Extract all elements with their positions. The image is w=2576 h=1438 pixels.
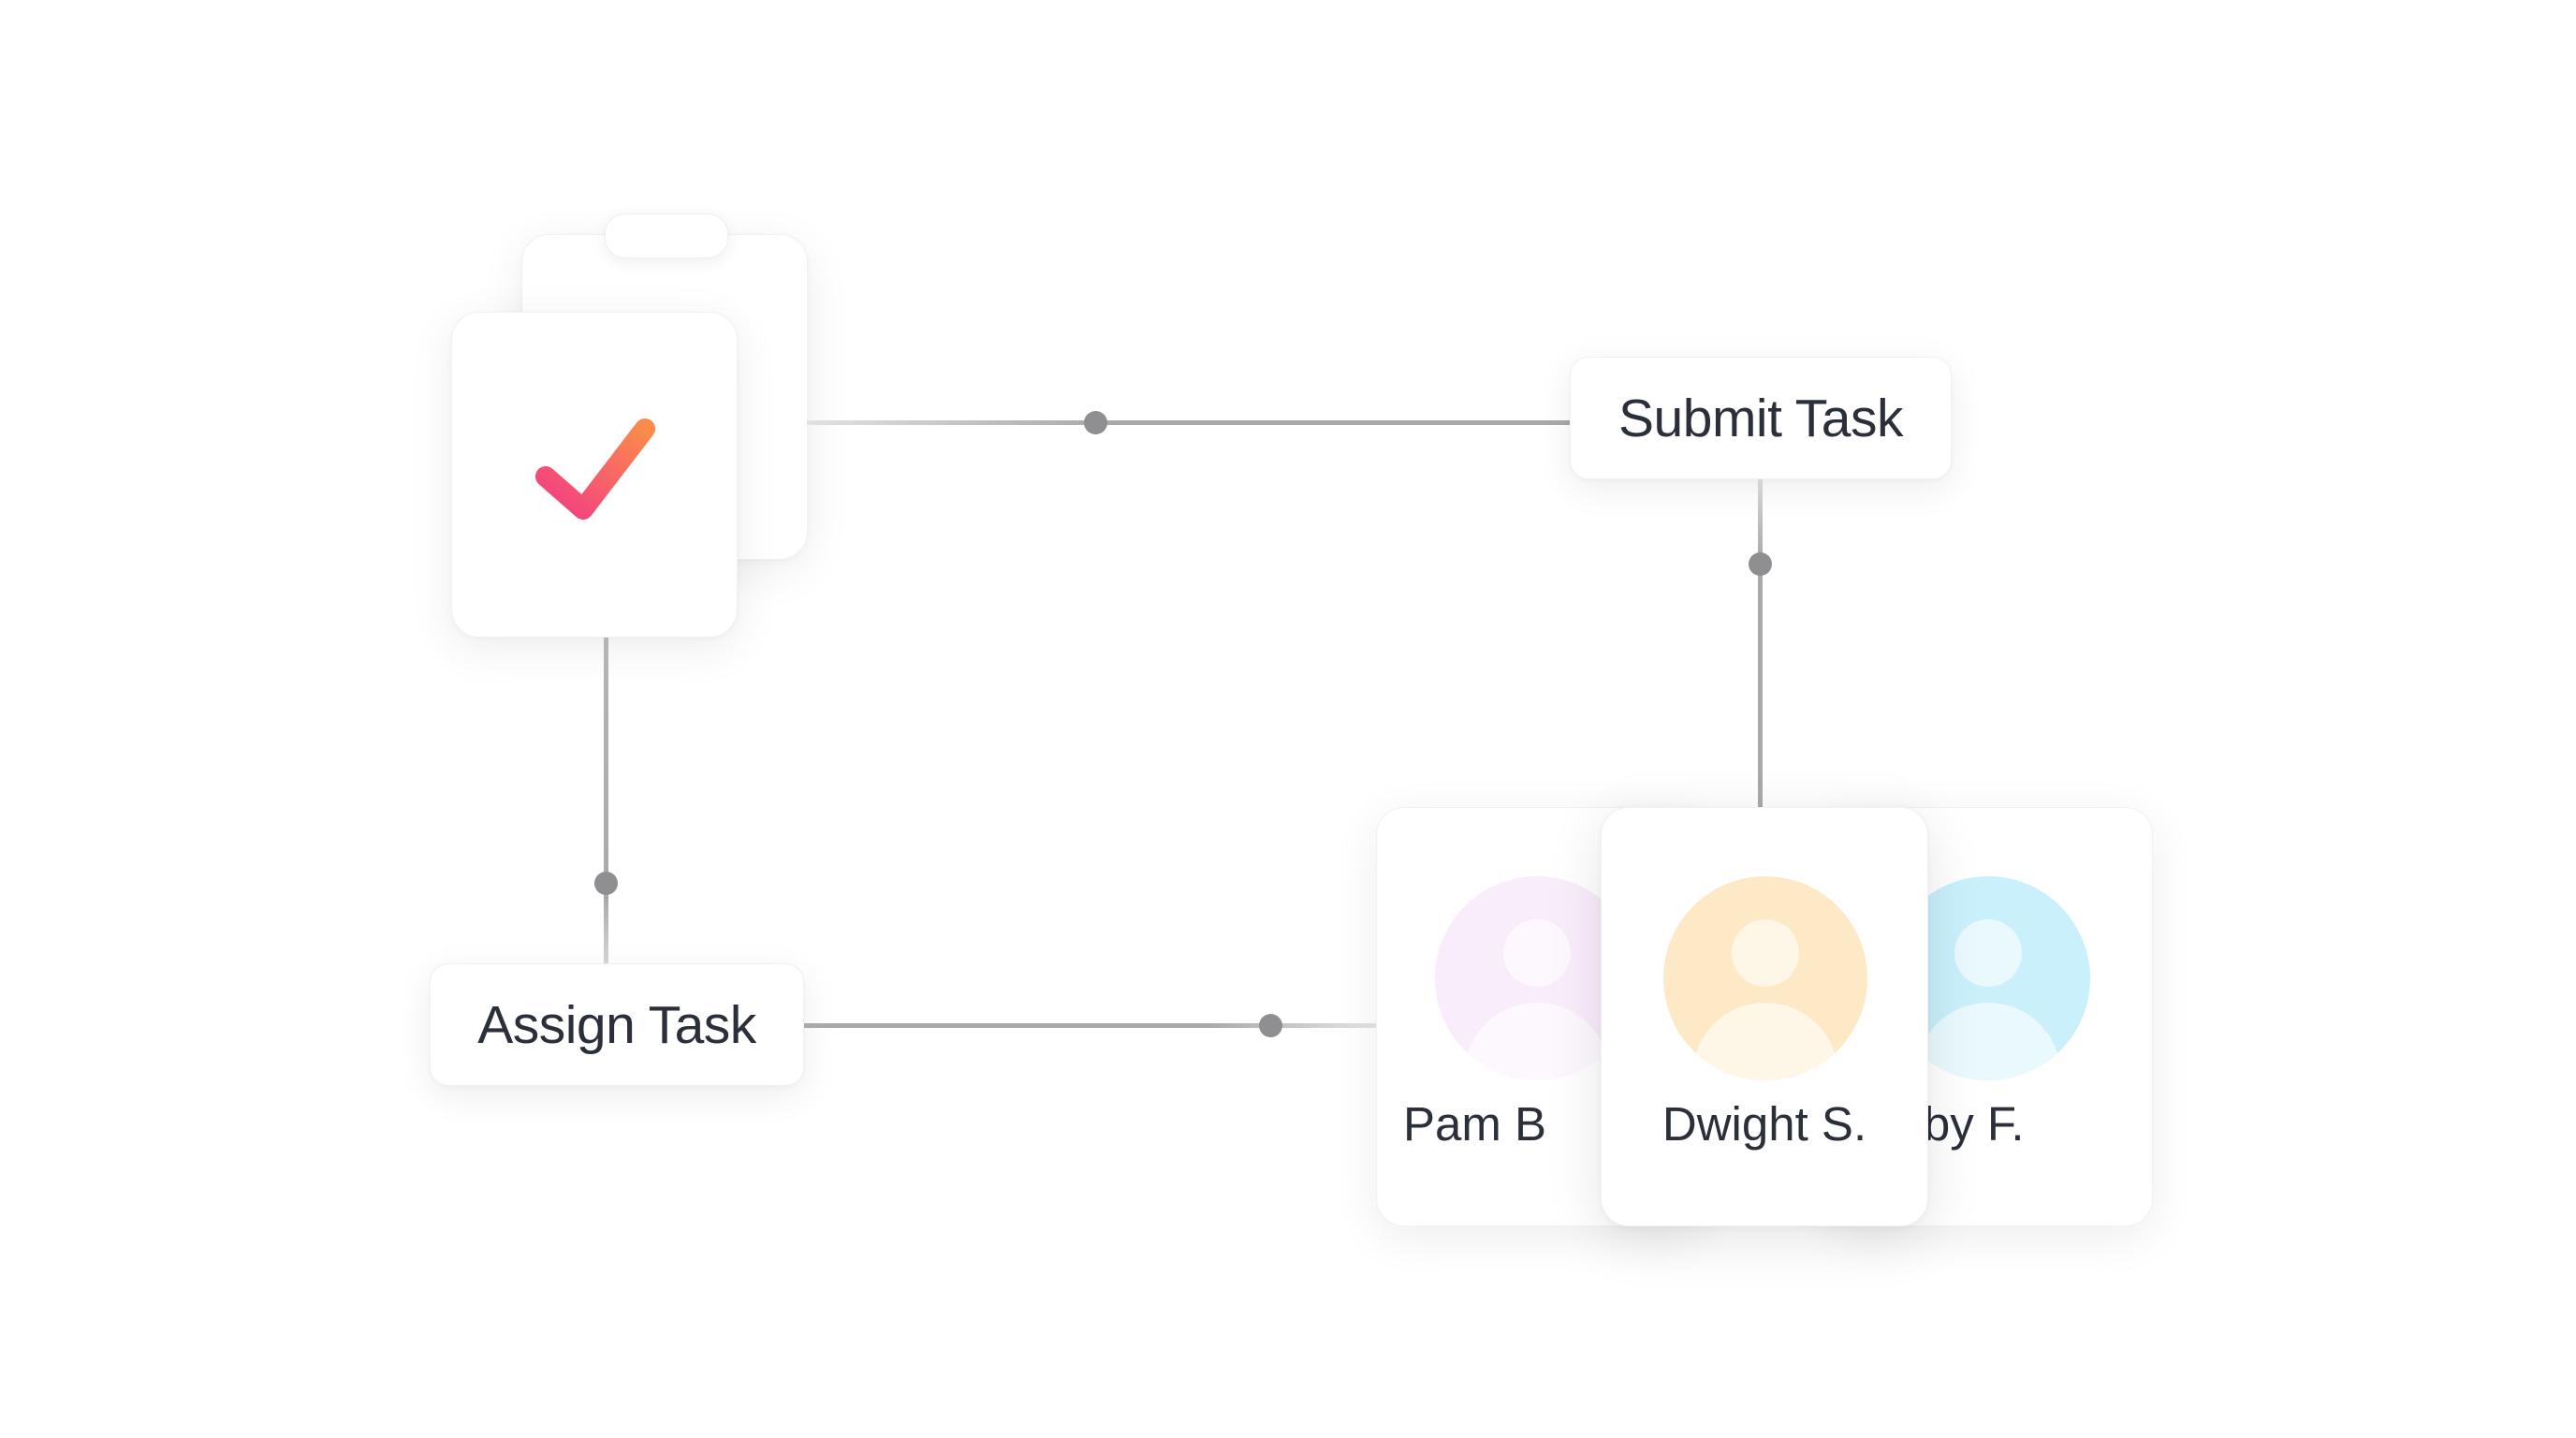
connector-dot <box>1084 411 1107 434</box>
connector-dot <box>594 872 618 895</box>
task-card[interactable] <box>451 312 738 638</box>
connector-dot <box>1259 1014 1282 1037</box>
person-icon <box>1663 876 1867 1080</box>
clipboard-clip <box>605 213 728 258</box>
person-name: Pam B <box>1403 1097 1547 1151</box>
connector-task-submit <box>807 420 1570 425</box>
connector-dot <box>1749 552 1772 576</box>
submit-task-node[interactable]: Submit Task <box>1570 357 1952 479</box>
connector-assign-people <box>804 1023 1378 1028</box>
connector-submit-people <box>1758 479 1763 807</box>
person-card-dwight[interactable]: Dwight S. <box>1601 807 1928 1226</box>
assign-task-node[interactable]: Assign Task <box>430 963 804 1086</box>
connector-task-assign <box>604 638 608 963</box>
person-name: Dwight S. <box>1661 1097 1867 1151</box>
assign-task-label: Assign Task <box>477 994 756 1055</box>
submit-task-label: Submit Task <box>1618 388 1903 448</box>
checkmark-icon <box>535 418 655 520</box>
